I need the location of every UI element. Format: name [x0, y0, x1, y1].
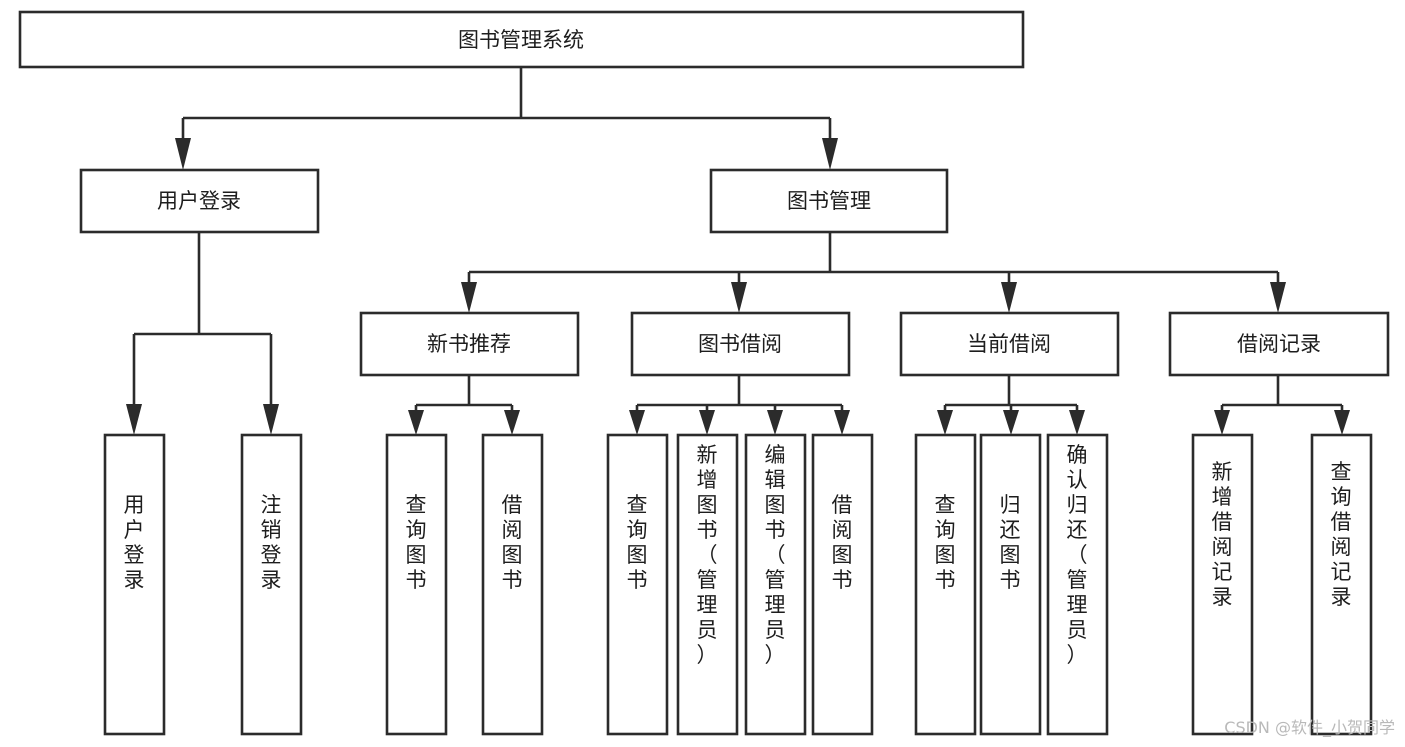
node-leaf-borrow-book-2[interactable]: 借阅图书 — [811, 433, 874, 736]
node-leaf-return-book[interactable]: 归还图书 — [979, 433, 1042, 736]
connector-group-current-borrow — [937, 375, 1085, 435]
node-leaf-add-record-box[interactable] — [1191, 433, 1254, 736]
node-new-book-recommend[interactable]: 新书推荐 — [359, 311, 580, 377]
node-new-book-recommend-box[interactable] — [359, 311, 580, 377]
node-leaf-edit-book-box[interactable] — [744, 433, 807, 736]
arrowhead-leaf-borrow-book-1 — [504, 410, 520, 435]
node-leaf-query-book-1[interactable]: 查询图书 — [385, 433, 448, 736]
arrowhead-leaf-user-logout — [263, 404, 279, 435]
node-leaf-query-book-3[interactable]: 查询图书 — [914, 433, 977, 736]
node-current-borrow-box[interactable] — [899, 311, 1120, 377]
node-leaf-return-book-box[interactable] — [979, 433, 1042, 736]
connector-group-new-book-recommend — [408, 375, 520, 435]
arrowhead-book-manage — [822, 138, 838, 170]
node-leaf-edit-book[interactable]: 编辑图书（管理员） — [744, 433, 807, 736]
node-root-box[interactable] — [18, 10, 1025, 69]
node-leaf-user-login-label: 用户登录 — [124, 493, 145, 592]
node-leaf-user-login-box[interactable] — [103, 433, 166, 736]
arrowhead-leaf-query-book-3 — [937, 410, 953, 435]
arrowhead-borrow-record — [1270, 282, 1286, 313]
node-user-login-label: 用户登录 — [157, 189, 241, 213]
node-user-login[interactable]: 用户登录 — [79, 168, 320, 234]
node-leaf-add-record-label: 新增借阅记录 — [1212, 460, 1233, 609]
node-book-borrow-label: 图书借阅 — [698, 332, 782, 356]
arrowhead-leaf-user-login — [126, 404, 142, 435]
node-book-borrow-box[interactable] — [630, 311, 851, 377]
node-leaf-borrow-book-1-box[interactable] — [481, 433, 544, 736]
connector-group-book-manage — [461, 232, 1286, 313]
node-book-manage[interactable]: 图书管理 — [709, 168, 949, 234]
node-leaf-borrow-book-2-box[interactable] — [811, 433, 874, 736]
node-borrow-record-label: 借阅记录 — [1237, 332, 1321, 356]
node-leaf-user-logout-label: 注销登录 — [261, 493, 282, 592]
node-leaf-user-login[interactable]: 用户登录 — [103, 433, 166, 736]
node-leaf-query-book-1-box[interactable] — [385, 433, 448, 736]
node-leaf-query-record[interactable]: 查询借阅记录 — [1310, 433, 1373, 736]
node-leaf-add-record[interactable]: 新增借阅记录 — [1191, 433, 1254, 736]
node-book-borrow[interactable]: 图书借阅 — [630, 311, 851, 377]
connector-group-user-login — [126, 232, 279, 435]
arrowhead-leaf-query-record — [1334, 410, 1350, 435]
csdn-watermark: CSDN @软件_小贺同学 — [1224, 718, 1395, 738]
arrowhead-leaf-query-book-1 — [408, 410, 424, 435]
node-leaf-query-book-3-box[interactable] — [914, 433, 977, 736]
arrowhead-user-login — [175, 138, 191, 170]
node-current-borrow-label: 当前借阅 — [967, 332, 1051, 356]
arrowhead-leaf-edit-book — [767, 410, 783, 435]
node-leaf-query-record-label: 查询借阅记录 — [1331, 460, 1352, 609]
node-leaf-confirm-return[interactable]: 确认归还（管理员） — [1046, 433, 1109, 736]
arrowhead-leaf-add-book — [699, 410, 715, 435]
node-leaf-query-book-2-label: 查询图书 — [627, 493, 648, 592]
node-leaf-user-logout-box[interactable] — [240, 433, 303, 736]
node-leaf-add-book-label: 新增图书（管理员） — [697, 443, 718, 667]
node-book-manage-box[interactable] — [709, 168, 949, 234]
node-borrow-record-box[interactable] — [1168, 311, 1390, 377]
arrowhead-leaf-borrow-book-2 — [834, 410, 850, 435]
node-user-login-box[interactable] — [79, 168, 320, 234]
node-book-manage-label: 图书管理 — [787, 189, 871, 213]
connector-group-book-borrow — [629, 375, 850, 435]
node-leaf-query-book-3-label: 查询图书 — [935, 493, 956, 592]
node-leaf-edit-book-label: 编辑图书（管理员） — [765, 443, 786, 667]
node-leaf-confirm-return-label: 确认归还（管理员） — [1067, 443, 1088, 667]
node-leaf-query-record-box[interactable] — [1310, 433, 1373, 736]
arrowhead-leaf-confirm-return — [1069, 410, 1085, 435]
node-leaf-borrow-book-1[interactable]: 借阅图书 — [481, 433, 544, 736]
node-leaf-confirm-return-box[interactable] — [1046, 433, 1109, 736]
connector-group-root — [175, 67, 838, 170]
arrowhead-leaf-query-book-2 — [629, 410, 645, 435]
node-leaf-query-book-2[interactable]: 查询图书 — [606, 433, 669, 736]
node-root[interactable]: 图书管理系统 — [18, 10, 1025, 69]
node-leaf-return-book-label: 归还图书 — [1000, 493, 1021, 592]
node-leaf-add-book[interactable]: 新增图书（管理员） — [676, 433, 739, 736]
arrowhead-leaf-add-record — [1214, 410, 1230, 435]
node-leaf-query-book-2-box[interactable] — [606, 433, 669, 736]
node-root-label: 图书管理系统 — [458, 28, 584, 52]
arrowhead-leaf-return-book — [1003, 410, 1019, 435]
node-leaf-add-book-box[interactable] — [676, 433, 739, 736]
arrowhead-book-borrow — [731, 282, 747, 313]
arrowhead-current-borrow — [1001, 282, 1017, 313]
node-leaf-borrow-book-1-label: 借阅图书 — [502, 493, 523, 592]
node-current-borrow[interactable]: 当前借阅 — [899, 311, 1120, 377]
node-borrow-record[interactable]: 借阅记录 — [1168, 311, 1390, 377]
arrowhead-new-book-recommend — [461, 282, 477, 313]
connector-group-borrow-record — [1214, 375, 1350, 435]
node-leaf-user-logout[interactable]: 注销登录 — [240, 433, 303, 736]
node-leaf-query-book-1-label: 查询图书 — [406, 493, 427, 592]
node-new-book-recommend-label: 新书推荐 — [427, 332, 511, 356]
node-leaf-borrow-book-2-label: 借阅图书 — [832, 493, 853, 592]
